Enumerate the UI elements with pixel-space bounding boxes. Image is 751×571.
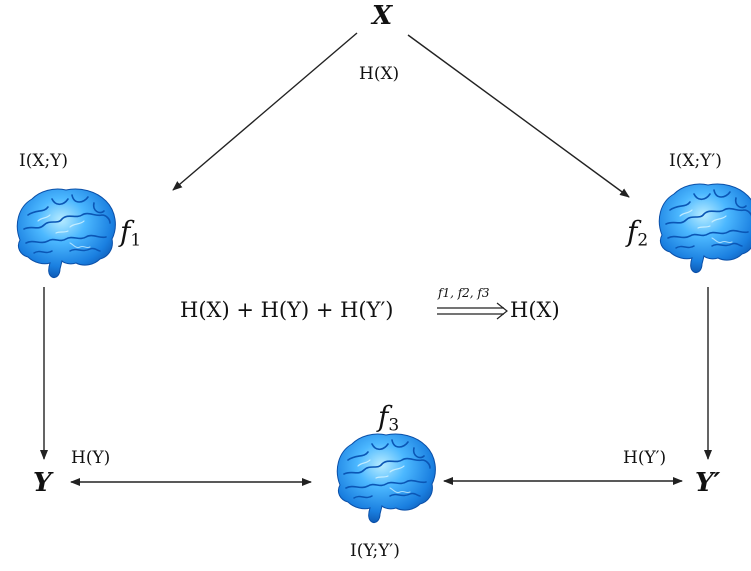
f2-base: f [627,215,638,248]
entropy-hy-label: H(Y) [71,448,111,468]
f3-base: f [378,400,389,433]
brain-icon [652,180,751,276]
f1-base: f [120,215,131,248]
equation-rhs: H(X) [510,298,560,322]
mi-iyy-prime-label: I(Y;Y′) [350,541,400,561]
arrow-x-to-f1 [172,32,358,191]
node-y-label: Y [33,468,52,498]
brain-icon [10,185,120,281]
implies-arrow [437,302,508,320]
entropy-hy-prime-label: H(Y′) [623,448,667,468]
equation-lhs: H(X) + H(Y) + H(Y′) [180,298,394,322]
node-x-label: X [372,1,393,31]
function-f2-label: f2 [627,218,648,249]
arrow-x-to-f2 [407,34,630,198]
mi-ixy-prime-label: I(X;Y′) [669,151,722,171]
f3-subscript: 3 [388,415,400,436]
function-f1-label: f1 [120,218,141,249]
equation-arrow-label: f1, f2, f3 [438,286,490,300]
f2-subscript: 2 [637,230,649,251]
entropy-hx-label: H(X) [359,64,400,84]
node-y-prime-label: Y′ [695,468,721,498]
brain-icon [330,430,440,526]
f1-subscript: 1 [130,230,142,251]
function-f3-label: f3 [378,403,399,434]
mi-ixy-label: I(X;Y) [19,151,69,171]
